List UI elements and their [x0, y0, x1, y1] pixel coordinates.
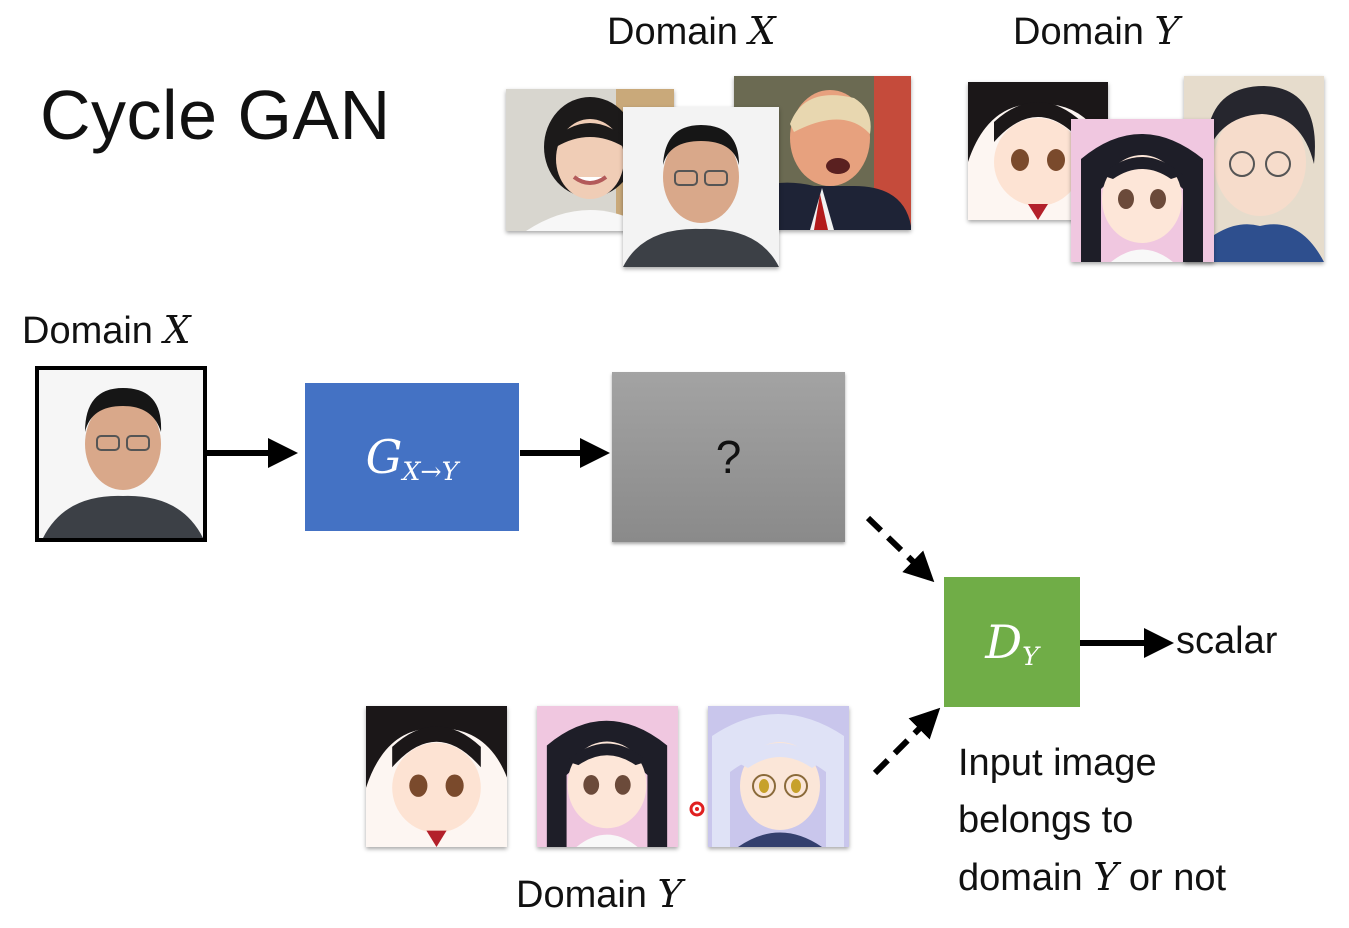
- bottom-domain-y-label: Domain Y: [516, 875, 683, 914]
- face-photo-man-glasses: [623, 107, 779, 267]
- domain-y-symbol: Y: [1093, 855, 1119, 899]
- label-text: Domain: [22, 310, 164, 352]
- page-title: Cycle GAN: [40, 76, 391, 154]
- anime-girl-brown-eyes: [366, 706, 507, 847]
- note-line-1: Input image: [958, 742, 1157, 784]
- question-mark: ?: [715, 431, 742, 483]
- note-line-2: belongs to: [958, 799, 1134, 841]
- domain-y-symbol: Y: [1154, 9, 1180, 53]
- discriminator-box: DY: [944, 577, 1080, 707]
- scalar-label: scalar: [1176, 620, 1278, 662]
- input-face-photo: [35, 366, 207, 542]
- unknown-output-box: ?: [612, 372, 845, 542]
- note-line-3-suffix: or not: [1118, 857, 1227, 899]
- anime-girl-twin-tails: [537, 706, 678, 847]
- discriminator-label: DY: [985, 615, 1039, 672]
- discriminator-subscript: Y: [1022, 642, 1039, 672]
- domain-y-symbol: Y: [657, 872, 683, 916]
- dashed-arrow-anime-to-discriminator: [872, 707, 941, 776]
- anime-girl-twin-tails: [1071, 119, 1214, 262]
- note-line-3: domain Y or not: [958, 849, 1226, 907]
- top-domain-y-label: Domain Y: [1013, 12, 1180, 51]
- top-domain-x-label: Domain X: [607, 12, 776, 51]
- dashed-arrow-output-to-discriminator: [865, 515, 935, 583]
- label-text: Domain: [1013, 11, 1155, 53]
- anime-girl-glasses-lavender: [708, 706, 849, 847]
- note-line-3-prefix: domain: [958, 857, 1094, 899]
- generator-box: GX→Y: [305, 383, 519, 531]
- discriminator-symbol: D: [985, 615, 1023, 669]
- input-domain-x-label: Domain X: [22, 311, 191, 350]
- generator-label: GX→Y: [365, 430, 459, 487]
- label-text: Domain: [607, 11, 749, 53]
- label-text: Domain: [516, 874, 658, 916]
- pointer-dot: [689, 801, 705, 817]
- domain-x-symbol: X: [163, 308, 191, 352]
- domain-x-symbol: X: [748, 9, 776, 53]
- generator-symbol: G: [365, 430, 403, 484]
- pointer-dot-center: [695, 807, 699, 811]
- discriminator-note: Input image belongs to domain Y or not: [958, 735, 1226, 907]
- generator-subscript: X→Y: [402, 457, 459, 487]
